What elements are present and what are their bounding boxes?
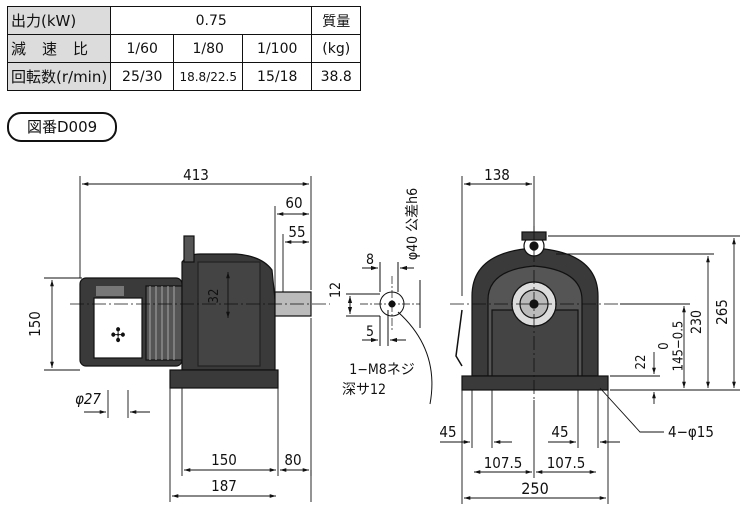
mass-header: 質量 [311,6,362,35]
ratio-value-3: 1/100 [242,34,313,63]
dim-265: 265 [713,299,731,325]
dim-150-base: 150 [211,451,237,469]
base-foot [169,369,279,389]
dim-230: 230 [689,310,705,334]
dim-45-right: 45 [551,423,568,441]
terminal-box [93,297,143,359]
front-dimensions [440,176,740,504]
dim-phi27: φ27 [75,390,101,408]
dim-22: 22 [634,355,649,370]
dim-32: 32 [207,289,222,304]
fan-icon: ✣ [110,323,125,347]
spec-table: 出力(kW) 0.75 質量 減速比 1/60 1/80 1/100 (kg) … [6,6,362,91]
dim-80: 80 [284,451,301,469]
mass-value: 38.8 [311,62,362,91]
dim-5: 5 [366,324,374,340]
front-base [461,375,609,391]
dim-8: 8 [366,252,374,268]
mass-unit: (kg) [311,34,362,63]
dim-1075-right: 107.5 [547,454,586,472]
lift-eye-side [183,235,195,263]
front-view [450,226,620,400]
power-label: 出力(kW) [6,6,112,35]
spec-row-speed: 回転数(r/min) 25/30 18.8/22.5 15/18 38.8 [6,62,362,91]
spec-row-power: 出力(kW) 0.75 質量 [6,6,362,35]
tap-depth: 深サ12 [342,382,386,398]
dim-250: 250 [521,479,548,498]
speed-value-1: 25/30 [110,62,175,91]
ratio-label: 減速比 [6,34,112,63]
dim-145-tol: 0145−0.5 [657,321,686,372]
dim-1075-left: 107.5 [484,454,523,472]
dim-187: 187 [211,477,237,495]
dim-12: 12 [328,282,344,298]
shaft-detail-labels: 8 12 5 φ40 公差h6 1−M8ネジ 深サ12 [328,188,421,398]
dim-45-left: 45 [439,423,456,441]
motor-fins [145,285,183,361]
dim-150-height: 150 [26,311,44,337]
side-view: ✣ [70,235,330,389]
shaft-detail [346,262,433,405]
figure-label: 図番D009 [7,112,118,142]
dim-55: 55 [288,223,305,241]
side-dimensions [44,176,312,502]
front-dim-labels: 138 265 230 0145−0.5 22 45 45 107.5 107.… [439,166,731,498]
speed-value-2: 18.8/22.5 [173,62,244,91]
side-dim-labels: 413 60 55 150 32 φ27 150 80 187 [26,166,306,495]
spec-row-ratio: 減速比 1/60 1/80 1/100 (kg) [6,34,362,63]
ratio-value-2: 1/80 [173,34,244,63]
hole-note: 4−φ15 [668,423,714,441]
speed-label: 回転数(r/min) [6,62,112,91]
dim-60: 60 [285,194,302,212]
dim-138: 138 [484,166,510,184]
tap-note: 1−M8ネジ [349,362,414,378]
dim-413: 413 [183,166,209,184]
dim-phi40: φ40 公差h6 [405,188,421,260]
speed-value-3: 15/18 [242,62,313,91]
